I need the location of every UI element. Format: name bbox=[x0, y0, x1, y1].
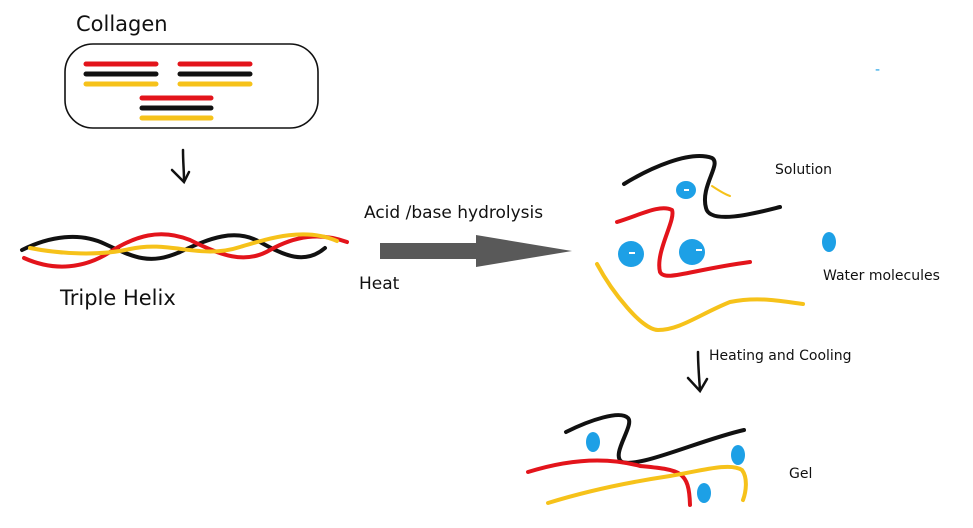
hydrolysis-arrow bbox=[380, 235, 572, 267]
collagen-container bbox=[64, 43, 319, 129]
water-molecule bbox=[586, 432, 600, 452]
gel-water-molecules bbox=[586, 432, 745, 503]
water-molecule bbox=[731, 445, 745, 465]
label-water-molecules: Water molecules bbox=[823, 268, 940, 284]
label-gel: Gel bbox=[789, 466, 813, 482]
label-heating-cooling: Heating and Cooling bbox=[709, 348, 852, 364]
label-solution: Solution bbox=[775, 162, 833, 178]
collagen-fiber-bundle-bottom bbox=[139, 95, 214, 121]
solution-chains bbox=[595, 154, 805, 332]
solution-chain-yellow bbox=[595, 262, 805, 332]
solution-chain-yellow-tip bbox=[711, 185, 731, 197]
solution-chain-red bbox=[615, 206, 752, 278]
water-molecule bbox=[679, 239, 705, 265]
helix-strand-red bbox=[22, 232, 349, 269]
legend-water-molecule bbox=[822, 232, 836, 252]
gel-chains bbox=[526, 413, 748, 507]
label-collagen: Collagen bbox=[76, 12, 168, 36]
stray-mark: - bbox=[875, 62, 881, 78]
triple-helix bbox=[20, 232, 349, 269]
label-process: Acid /base hydrolysis bbox=[364, 203, 544, 223]
solution-chain-black bbox=[622, 154, 782, 219]
arrow-solution-to-gel bbox=[686, 350, 709, 394]
collagen-fiber-bundle-left bbox=[83, 61, 159, 87]
water-molecule bbox=[697, 483, 711, 503]
solution-water-molecules bbox=[618, 181, 705, 267]
collagen-fiber-bundle-right bbox=[177, 61, 253, 87]
gel-chain-red bbox=[526, 458, 692, 507]
gel-chain-black bbox=[564, 413, 746, 465]
helix-strand-yellow bbox=[28, 232, 339, 256]
label-triple-helix: Triple Helix bbox=[60, 286, 176, 310]
label-heat: Heat bbox=[359, 274, 400, 294]
helix-strand-black bbox=[20, 233, 327, 261]
arrow-collagen-to-helix bbox=[170, 148, 191, 185]
gel-chain-yellow bbox=[546, 464, 748, 505]
